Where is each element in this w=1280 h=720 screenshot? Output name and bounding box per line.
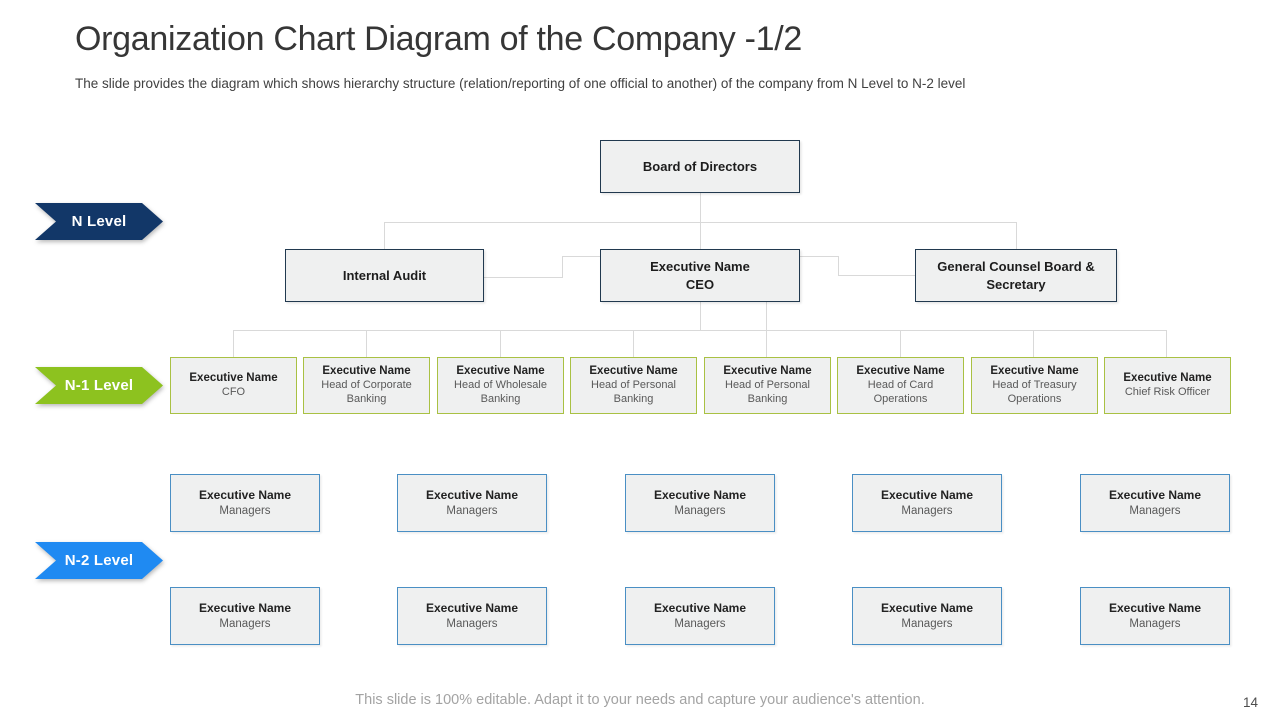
connector-line (1166, 330, 1167, 357)
connector-line (233, 330, 234, 357)
org-node-manager: Executive Name Managers (397, 474, 547, 532)
connector-line (366, 330, 367, 357)
connector-line (484, 277, 562, 278)
node-name: Executive Name (322, 365, 411, 378)
node-role: Chief Risk Officer (1124, 386, 1211, 399)
node-name: Executive Name (589, 365, 678, 378)
org-node-n1-treasury-operations: Executive Name Head of Treasury Operatio… (971, 357, 1098, 414)
node-name: Executive Name (1108, 601, 1202, 616)
level-chevron-n1: N-1 Level (35, 367, 163, 404)
level-chevron-n2: N-2 Level (35, 542, 163, 579)
org-node-ceo: Executive Name CEO (600, 249, 800, 302)
node-name: Executive Name (1108, 488, 1202, 503)
slide-footer: This slide is 100% editable. Adapt it to… (355, 692, 925, 708)
connector-line (838, 275, 915, 276)
org-node-manager: Executive Name Managers (625, 474, 775, 532)
org-node-manager: Executive Name Managers (170, 587, 320, 645)
node-name: Executive Name (880, 601, 974, 616)
connector-line (766, 302, 767, 357)
node-name: Executive Name (189, 372, 278, 385)
node-role: CEO (685, 276, 715, 292)
node-name: Executive Name (1123, 372, 1212, 385)
org-node-manager: Executive Name Managers (852, 474, 1002, 532)
node-name: Executive Name (198, 488, 292, 503)
org-node-n1-wholesale-banking: Executive Name Head of Wholesale Banking (437, 357, 564, 414)
node-role: Managers (1129, 617, 1181, 630)
node-name: Executive Name (456, 365, 545, 378)
org-node-n1-personal-banking-1: Executive Name Head of Personal Banking (570, 357, 697, 414)
node-title: Internal Audit (342, 267, 427, 283)
org-node-n1-cfo: Executive Name CFO (170, 357, 297, 414)
org-node-manager: Executive Name Managers (852, 587, 1002, 645)
connector-line (1016, 222, 1017, 249)
node-role: Managers (219, 617, 271, 630)
node-title: Board of Directors (642, 158, 758, 174)
node-role: Head of Personal Banking (591, 379, 676, 405)
org-node-n1-card-operations: Executive Name Head of Card Operations (837, 357, 964, 414)
org-node-manager: Executive Name Managers (625, 587, 775, 645)
org-node-manager: Executive Name Managers (1080, 474, 1230, 532)
org-node-board-of-directors: Board of Directors (600, 140, 800, 193)
node-role: Head of Corporate Banking (321, 379, 412, 405)
org-node-n1-chief-risk-officer: Executive Name Chief Risk Officer (1104, 357, 1231, 414)
level-chevron-n: N Level (35, 203, 163, 240)
node-name: Executive Name (653, 601, 747, 616)
level-label: N-1 Level (64, 377, 134, 394)
node-name: Executive Name (198, 601, 292, 616)
org-node-general-counsel: General Counsel Board & Secretary (915, 249, 1117, 302)
level-label: N Level (71, 213, 127, 230)
node-name: Executive Name (880, 488, 974, 503)
connector-line (562, 256, 563, 278)
connector-line (384, 222, 1017, 223)
connector-line (1033, 330, 1034, 357)
org-node-manager: Executive Name Managers (1080, 587, 1230, 645)
node-name: Executive Name (650, 258, 750, 274)
org-node-manager: Executive Name Managers (170, 474, 320, 532)
node-title: General Counsel Board & Secretary (937, 258, 1095, 292)
node-role: Head of Wholesale Banking (454, 379, 547, 405)
node-name: Executive Name (653, 488, 747, 503)
org-node-n1-personal-banking-2: Executive Name Head of Personal Banking (704, 357, 831, 414)
connector-line (838, 256, 839, 276)
node-name: Executive Name (990, 365, 1079, 378)
page-number: 14 (1242, 695, 1258, 710)
org-node-internal-audit: Internal Audit (285, 249, 484, 302)
connector-line (700, 302, 701, 330)
node-name: Executive Name (425, 601, 519, 616)
node-role: Head of Card Operations (867, 379, 934, 405)
node-role: Managers (901, 617, 953, 630)
node-role: CFO (221, 386, 246, 399)
connector-line (500, 330, 501, 357)
node-role: Managers (219, 504, 271, 517)
connector-line (633, 330, 634, 357)
connector-line (562, 256, 600, 257)
node-role: Managers (446, 617, 498, 630)
node-name: Executive Name (723, 365, 812, 378)
connector-line (384, 222, 385, 249)
node-role: Managers (674, 504, 726, 517)
level-label: N-2 Level (64, 552, 134, 569)
node-name: Executive Name (425, 488, 519, 503)
node-role: Managers (446, 504, 498, 517)
org-node-n1-corporate-banking: Executive Name Head of Corporate Banking (303, 357, 430, 414)
connector-line (900, 330, 901, 357)
connector-line (700, 193, 701, 249)
connector-line (800, 256, 838, 257)
node-role: Managers (1129, 504, 1181, 517)
page-subtitle: The slide provides the diagram which sho… (75, 76, 966, 91)
node-name: Executive Name (856, 365, 945, 378)
org-node-manager: Executive Name Managers (397, 587, 547, 645)
node-role: Managers (901, 504, 953, 517)
connector-line (233, 330, 1166, 331)
node-role: Head of Personal Banking (725, 379, 810, 405)
node-role: Managers (674, 617, 726, 630)
node-role: Head of Treasury Operations (992, 379, 1077, 405)
page-title: Organization Chart Diagram of the Compan… (75, 20, 802, 58)
